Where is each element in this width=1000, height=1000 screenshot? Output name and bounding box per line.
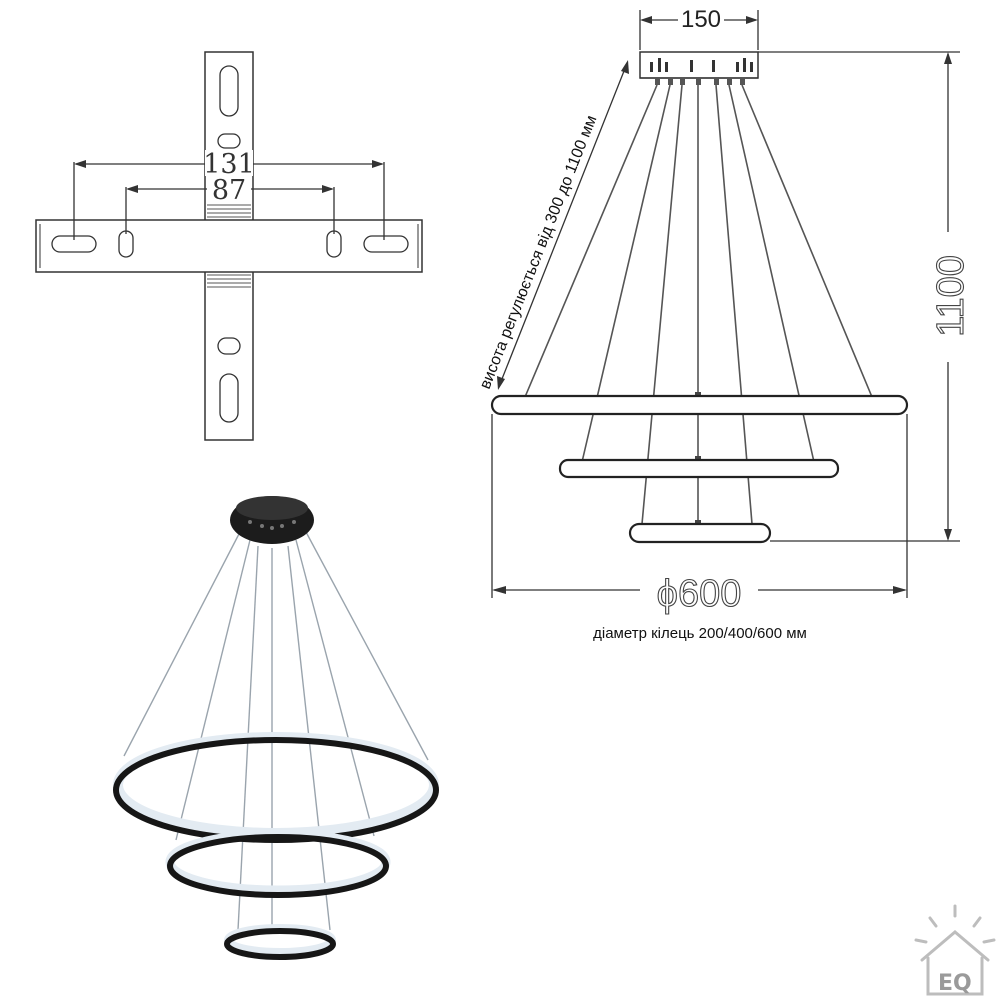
technical-drawing: 150: [477, 4, 973, 642]
ring-200-photo: [224, 928, 336, 960]
canopy-width-label: 150: [681, 6, 721, 33]
house-sun-logo-icon: EQ: [914, 904, 996, 996]
mounting-bracket: 131 87: [35, 51, 423, 441]
logo-text: EQ: [938, 971, 972, 996]
ring-400-photo: [167, 834, 389, 898]
bracket-outer-width-label: 131: [203, 149, 255, 180]
ring-600-side: [490, 394, 909, 416]
diameter-label: ϕ600: [657, 573, 742, 615]
rings-diameter-caption: діаметр кілець 200/400/600 мм: [593, 625, 807, 642]
canopy: [639, 51, 759, 79]
ring-600-photo: [113, 737, 439, 843]
adjust-height-caption: висота регулюється від 300 до 1100 мм: [477, 113, 601, 391]
ring-200-side: [628, 522, 772, 544]
chandelier-photo: [113, 496, 439, 960]
height-label: 1100: [930, 255, 972, 337]
bracket-inner-width-label: 87: [212, 175, 246, 206]
ring-400-side: [558, 458, 840, 479]
